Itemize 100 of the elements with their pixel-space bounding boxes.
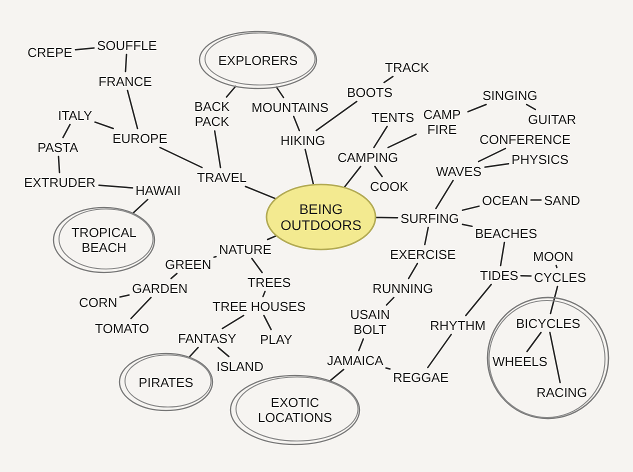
connector-line	[374, 166, 383, 178]
connector-line	[214, 130, 222, 168]
connector-line	[386, 296, 395, 306]
topic-label: GARDEN	[132, 280, 188, 296]
connector-line	[329, 368, 344, 382]
connector-line	[132, 198, 148, 214]
topic-label: EXOTIC LOCATIONS	[256, 395, 334, 425]
topic-label: SINGING	[482, 88, 538, 102]
connector-line	[292, 116, 300, 132]
connector-line	[94, 121, 114, 130]
connector-line	[373, 126, 388, 148]
topic-label: EUROPE	[112, 130, 168, 146]
topic-label: PIRATES	[138, 374, 194, 390]
topic-label: COOK	[370, 178, 408, 194]
connector-line	[124, 54, 128, 72]
connector-line	[435, 180, 454, 210]
topic-label: SURFING	[400, 210, 459, 226]
topic-label: CAMPING	[338, 150, 398, 164]
topic-label: BEING OUTDOORS	[280, 201, 362, 233]
topic-label: PHYSICS	[512, 152, 569, 166]
topic-label: BACK PACK	[188, 99, 236, 129]
topic-label: TREES	[248, 274, 291, 290]
topic-label: EXTRUDER	[24, 174, 96, 190]
connector-line	[549, 332, 561, 384]
topic-label: CAMP FIRE	[419, 107, 465, 137]
connector-line	[478, 148, 506, 162]
topic-label: TRAVEL	[197, 170, 247, 184]
connector-line	[170, 272, 178, 280]
topic-label: CONFERENCE	[480, 132, 571, 146]
connector-line	[526, 332, 542, 352]
connector-line	[262, 290, 266, 298]
connector-line	[530, 199, 542, 201]
connector-line	[408, 262, 418, 280]
connector-line	[304, 148, 314, 186]
topic-label: RHYTHM	[430, 318, 486, 332]
connector-line	[484, 162, 510, 168]
topic-label: SAND	[544, 192, 580, 208]
connector-line	[159, 146, 203, 168]
topic-label: SOUFFLE	[97, 38, 157, 52]
connector-line	[244, 186, 277, 200]
topic-label: TIDES	[480, 268, 518, 282]
topic-label: TRACK	[385, 60, 430, 74]
topic-label: FRANCE	[98, 74, 152, 88]
connector-line	[358, 338, 364, 352]
topic-label: WAVES	[436, 164, 482, 178]
connector-line	[126, 90, 138, 130]
topic-label: MOON	[533, 248, 574, 264]
connector-line	[263, 314, 272, 330]
topic-label: RACING	[536, 384, 588, 400]
connector-line	[58, 156, 60, 174]
connector-line	[222, 314, 244, 330]
connector-line	[226, 86, 236, 98]
connector-line	[555, 264, 558, 268]
connector-line	[465, 284, 492, 316]
topic-label: MOUNTAINS	[252, 100, 329, 114]
connector-line	[74, 47, 95, 50]
connector-line	[387, 134, 417, 148]
connector-line	[251, 258, 263, 274]
topic-label: TENTS	[372, 110, 414, 124]
topic-label: GUITAR	[528, 112, 576, 126]
connector-line	[217, 346, 230, 358]
connector-line	[550, 286, 558, 314]
connector-line	[188, 346, 199, 358]
topic-label: CYCLES	[534, 270, 586, 284]
topic-label: WHEELS	[492, 354, 548, 368]
connector-line	[383, 76, 394, 84]
topic-label: CREPE	[28, 44, 72, 60]
topic-label: BEACHES	[475, 226, 538, 240]
topic-label: EXPLORERS	[218, 52, 298, 68]
topic-label: OCEAN	[482, 192, 528, 208]
topic-label: USAIN BOLT	[345, 307, 395, 337]
topic-label: PASTA	[38, 140, 78, 154]
connector-line	[62, 124, 71, 138]
topic-label: TREE HOUSES	[212, 298, 306, 314]
connector-line	[130, 296, 152, 320]
connector-line	[119, 294, 130, 298]
topic-label: PLAY	[260, 332, 292, 346]
topic-label: CORN	[79, 294, 118, 310]
topic-label: ISLAND	[216, 358, 264, 374]
topic-label: GREEN	[165, 256, 212, 272]
connector-line	[467, 104, 487, 112]
connector-line	[462, 205, 480, 211]
topic-label: BOOTS	[347, 84, 393, 100]
connector-line	[526, 104, 536, 110]
connector-line	[343, 166, 362, 188]
topic-label: EXERCISE	[390, 246, 456, 262]
connector-line	[424, 226, 429, 246]
topic-label: FANTASY	[178, 330, 236, 346]
topic-label: TOMATO	[95, 320, 150, 336]
connector-line	[213, 256, 217, 258]
connector-line	[385, 367, 391, 370]
topic-label: HIKING	[280, 132, 326, 148]
topic-label: REGGAE	[393, 370, 449, 384]
topic-label: RUNNING	[372, 280, 434, 296]
topic-label: BICYCLES	[516, 316, 580, 330]
connector-line	[98, 184, 134, 189]
connector-line	[276, 86, 284, 98]
connector-line	[462, 224, 473, 228]
topic-label: JAMAICA	[327, 352, 384, 368]
connector-line	[520, 274, 532, 277]
